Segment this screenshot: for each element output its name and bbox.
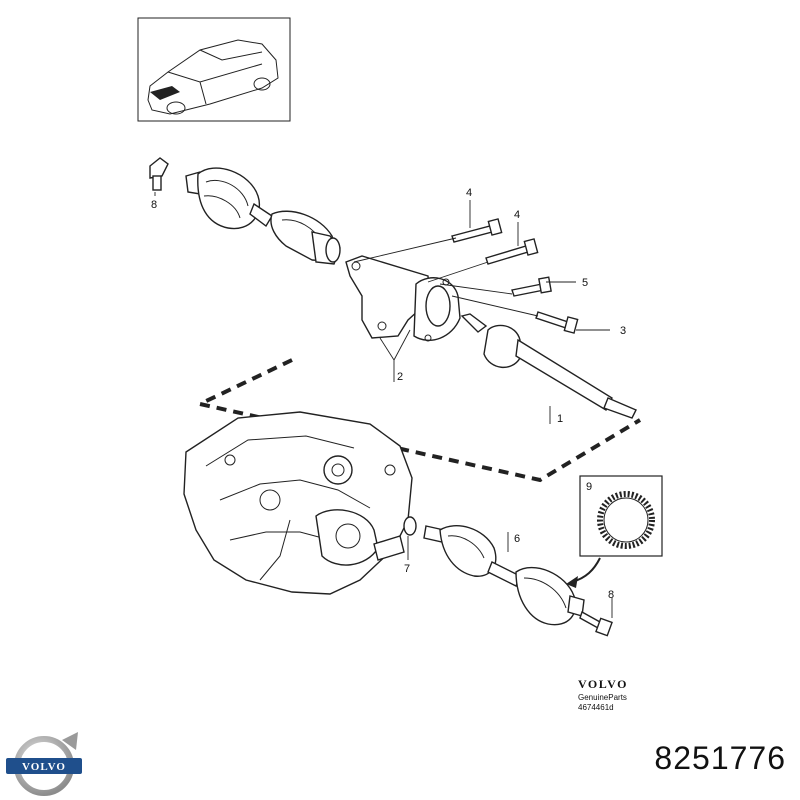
callout-8-bottom: 8 [608, 589, 614, 601]
volvo-logo-icon: VOLVO [6, 732, 82, 796]
callout-1: 1 [557, 413, 563, 425]
lower-drive-shaft [423, 525, 613, 637]
car-thumbnail-icon [137, 17, 291, 122]
callout-3: 3 [620, 325, 626, 337]
callout-8-top: 8 [151, 199, 157, 211]
callout-6: 6 [514, 533, 520, 545]
bolts [451, 218, 579, 334]
brand-name: VOLVO [578, 677, 628, 691]
part-number: 8251776 [654, 740, 786, 776]
callout-9: 9 [586, 481, 592, 493]
brand-subtitle: GenuineParts [578, 693, 627, 702]
gearbox [183, 358, 642, 595]
callout-4-second: 4 [514, 209, 520, 221]
callout-5: 5 [582, 277, 588, 289]
intermediate-shaft [460, 313, 637, 419]
brand-code: 4674461d [578, 703, 614, 712]
leader-lines [154, 192, 613, 618]
upper-drive-shaft [149, 157, 341, 265]
callout-2: 2 [397, 371, 403, 383]
abs-ring-inset [566, 475, 663, 588]
brand-caption: VOLVO GenuineParts 4674461d [578, 677, 628, 712]
logo-text: VOLVO [22, 761, 66, 773]
circlip [403, 516, 417, 536]
callouts: 8 4 4 5 3 2 1 9 6 7 8 [151, 187, 626, 601]
callout-7: 7 [404, 563, 410, 575]
bracket-and-bearing [345, 255, 461, 342]
callout-4-first: 4 [466, 187, 472, 199]
